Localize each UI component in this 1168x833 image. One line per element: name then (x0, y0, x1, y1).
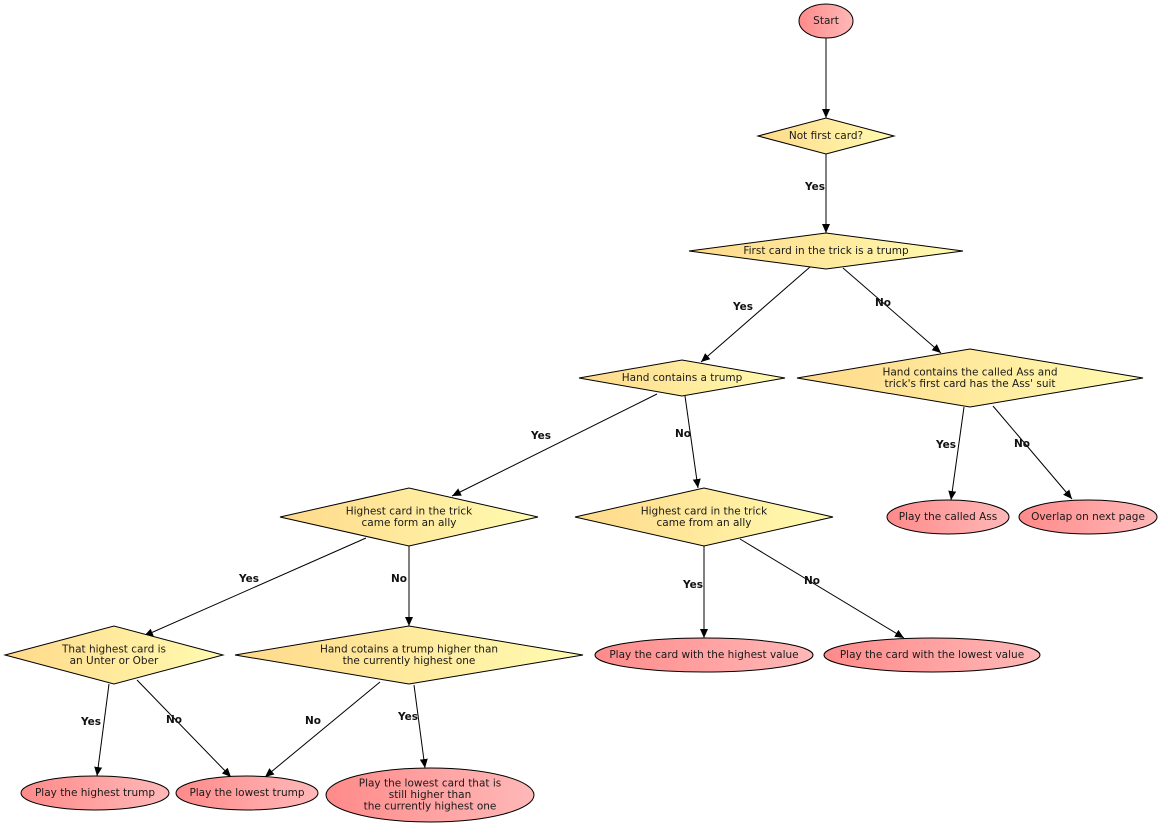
arrow-trump-higher-to-play-lowest-higher (413, 684, 428, 769)
diamond-shape (279, 487, 539, 547)
edge-label-no: No (1014, 438, 1030, 450)
edge-label-no: No (675, 428, 691, 440)
ellipse-shape (20, 775, 170, 811)
decision-node-not-first: Not first card? (756, 117, 896, 155)
node-label: the currently highest one (343, 655, 476, 667)
terminal-node-play-highest-value: Play the card with the highest value (594, 637, 814, 673)
edge-label-yes: Yes (804, 181, 825, 193)
diamond-shape (3, 625, 225, 685)
node-label: Play the lowest trump (189, 787, 304, 799)
node-label: Highest card in the trick (641, 505, 768, 517)
terminal-node-play-lowest-value: Play the card with the lowest value (823, 637, 1041, 673)
decision-node-hand-trump: Hand contains a trump (578, 359, 786, 397)
ellipse-shape (798, 3, 854, 39)
terminal-node-start: Start (798, 3, 854, 39)
arrow-unter-ober-to-play-highest-trump (94, 683, 110, 777)
arrow-ally-mid-to-play-lowest-value (739, 538, 905, 639)
arrow-hand-ass-to-play-ass (948, 406, 965, 501)
node-label: Hand cotains a trump higher than (320, 643, 498, 655)
edge-label-yes: Yes (238, 573, 259, 585)
node-label: Play the card with the lowest value (840, 649, 1024, 661)
ellipse-shape (1018, 499, 1158, 535)
diamond-shape (688, 232, 964, 270)
terminal-node-play-highest-trump: Play the highest trump (20, 775, 170, 811)
node-label: Overlap on next page (1031, 511, 1145, 523)
edge-label-yes: Yes (80, 716, 101, 728)
terminal-node-overlap: Overlap on next page (1018, 499, 1158, 535)
edge-label-yes: Yes (682, 579, 703, 591)
node-label: Hand contains a trump (622, 372, 743, 384)
arrow-first-trump-to-hand-ass (842, 267, 942, 354)
edge-label-no: No (391, 573, 407, 585)
diamond-shape (796, 348, 1144, 408)
terminal-node-play-lowest-trump: Play the lowest trump (175, 775, 319, 811)
edge-label-no: No (804, 575, 820, 587)
edge-label-no: No (875, 297, 891, 309)
arrow-ally-left-to-unter-ober (143, 537, 367, 637)
node-label: trick's first card has the Ass' suit (884, 378, 1055, 390)
node-label: That highest card is (61, 643, 166, 655)
diamond-shape (578, 359, 786, 397)
node-label: First card in the trick is a trump (743, 245, 909, 257)
arrow-first-trump-to-hand-trump (700, 266, 811, 363)
node-label: Play the called Ass (899, 511, 997, 523)
diamond-shape (756, 117, 896, 155)
node-label: an Unter or Ober (70, 655, 159, 667)
edge-label-yes: Yes (530, 430, 551, 442)
edge-label-yes: Yes (935, 439, 956, 451)
arrow-trump-higher-to-play-lowest-trump (264, 681, 381, 778)
ellipse-shape (175, 775, 319, 811)
edge-label-yes: Yes (732, 301, 753, 313)
arrow-hand-ass-to-overlap (992, 405, 1073, 500)
arrow-unter-ober-to-play-lowest-trump (136, 679, 232, 778)
node-label: came from an ally (657, 517, 752, 529)
node-label: came form an ally (362, 517, 457, 529)
decision-node-hand-ass: Hand contains the called Ass andtrick's … (796, 348, 1144, 408)
node-label: Hand contains the called Ass and (882, 366, 1057, 378)
ellipse-shape (823, 637, 1041, 673)
edge-label-no: No (305, 715, 321, 727)
arrow-hand-trump-to-ally-mid (684, 395, 701, 489)
node-label: Play the lowest card that is (359, 778, 502, 790)
node-label: Highest card in the trick (346, 505, 473, 517)
ellipse-shape (886, 499, 1010, 535)
node-label: still higher than (389, 789, 472, 801)
diamond-shape (574, 487, 834, 547)
node-label: Play the highest trump (35, 787, 155, 799)
node-label: Not first card? (789, 130, 863, 142)
edge-label-no: No (166, 714, 182, 726)
node-label: Play the card with the highest value (609, 649, 798, 661)
decision-node-first-trump: First card in the trick is a trump (688, 232, 964, 270)
diamond-shape (234, 625, 584, 685)
arrow-hand-trump-to-ally-left (451, 393, 658, 497)
terminal-node-play-ass: Play the called Ass (886, 499, 1010, 535)
node-label: Start (813, 15, 839, 27)
edge-label-yes: Yes (397, 711, 418, 723)
ellipse-shape (325, 767, 535, 823)
node-label: the currently highest one (364, 801, 497, 813)
ellipse-shape (594, 637, 814, 673)
